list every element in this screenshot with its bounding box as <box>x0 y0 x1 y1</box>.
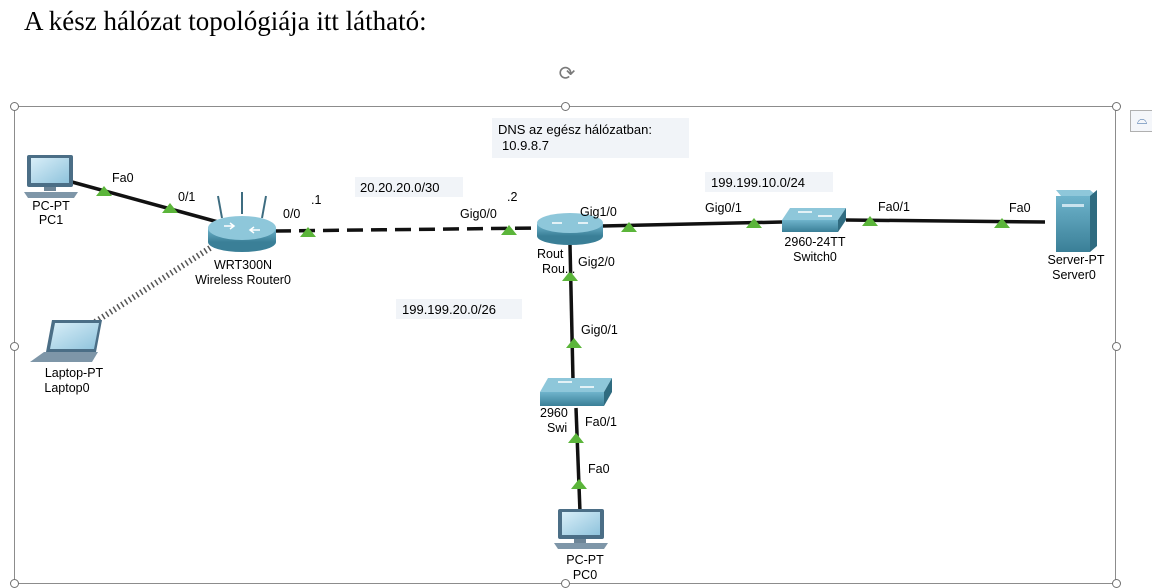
port-indicator <box>96 186 112 196</box>
laptop0-name-label: Laptop0 <box>44 381 89 395</box>
page-heading: A kész hálózat topológiája itt látható: <box>24 6 427 36</box>
wireless-router-icon[interactable] <box>208 192 276 252</box>
switch0-icon[interactable] <box>782 208 846 232</box>
port-indicator <box>566 338 582 348</box>
resize-handle-middle-right[interactable] <box>1112 342 1121 351</box>
port-label-wr-00: 0/0 <box>283 207 300 221</box>
resize-handle-top-left[interactable] <box>10 102 19 111</box>
pc0-type-label: PC-PT <box>566 553 604 567</box>
link-pc1-wr <box>71 180 219 224</box>
switch1-type-label: 2960 <box>540 406 568 420</box>
server0-type-label: Server-PT <box>1048 253 1105 267</box>
dns-note-line1: DNS az egész hálózatban: <box>498 122 652 137</box>
net-server-link-label: 199.199.10.0/24 <box>711 175 805 190</box>
rotate-handle-icon[interactable]: ⟳ <box>558 61 576 85</box>
switch1-name-label: Swi <box>547 421 567 435</box>
resize-handle-top-right[interactable] <box>1112 102 1121 111</box>
server0-name-label: Server0 <box>1052 268 1096 282</box>
port-label-pc0-fa0: Fa0 <box>588 462 610 476</box>
port-indicators <box>96 186 1010 489</box>
net-server-link-box <box>705 172 833 192</box>
port-indicator <box>746 218 762 228</box>
pc1-name-label: PC1 <box>39 213 63 227</box>
dns-note-line2: 10.9.8.7 <box>502 138 549 153</box>
wireless-router-name-label: Wireless Router0 <box>195 273 291 287</box>
server0-icon[interactable] <box>1056 190 1097 252</box>
port-indicator <box>501 225 517 235</box>
pc1-icon[interactable] <box>24 155 78 198</box>
port-label-r-gig10: Gig1/0 <box>580 205 617 219</box>
resize-handle-middle-left[interactable] <box>10 342 19 351</box>
port-label-wr-ip: .1 <box>311 193 321 207</box>
pc1-type-label: PC-PT <box>32 199 70 213</box>
link-router-switch1 <box>568 244 575 381</box>
port-indicator <box>562 271 578 281</box>
port-indicator <box>862 216 878 226</box>
port-label-pc1-fa0: Fa0 <box>112 171 134 185</box>
port-indicator <box>571 479 587 489</box>
link-switch0-server <box>845 218 1046 224</box>
port-label-sw0-gig01: Gig0/1 <box>705 201 742 215</box>
switch1-icon[interactable] <box>540 378 612 406</box>
port-indicator <box>994 218 1010 228</box>
wireless-router-type-label: WRT300N <box>214 258 272 272</box>
port-label-wr-01: 0/1 <box>178 190 195 204</box>
port-label-sw1-gig01: Gig0/1 <box>581 323 618 337</box>
net-lower-link-label: 199.199.20.0/26 <box>402 302 496 317</box>
net-router-link-label: 20.20.20.0/30 <box>360 180 440 195</box>
pc0-name-label: PC0 <box>573 568 597 582</box>
laptop0-icon[interactable] <box>30 320 102 362</box>
resize-handle-top-center[interactable] <box>561 102 570 111</box>
net-router-link-box <box>355 177 463 197</box>
link-switch1-pc0 <box>574 407 582 513</box>
link-wr-router <box>274 226 541 233</box>
port-label-r-gig00: Gig0/0 <box>460 207 497 221</box>
port-indicator <box>162 203 178 213</box>
port-label-sw1-fa01: Fa0/1 <box>585 415 617 429</box>
port-indicator <box>621 222 637 232</box>
router0-type-label: Rout <box>537 247 564 261</box>
layout-options-icon[interactable]: ⌓ <box>1130 110 1152 132</box>
port-label-sw0-fa01: Fa0/1 <box>878 200 910 214</box>
port-label-srv-fa0: Fa0 <box>1009 201 1031 215</box>
laptop0-type-label: Laptop-PT <box>45 366 104 380</box>
dns-note-box <box>492 118 689 158</box>
net-lower-link-box <box>396 299 522 319</box>
port-indicator <box>568 433 584 443</box>
port-label-r-gig20: Gig2/0 <box>578 255 615 269</box>
wireless-link-laptop <box>93 245 212 325</box>
pc0-icon[interactable] <box>554 509 608 549</box>
switch0-name-label: Switch0 <box>793 250 837 264</box>
port-label-r-ip: .2 <box>507 190 517 204</box>
router0-icon[interactable] <box>537 213 603 245</box>
port-indicator <box>300 227 316 237</box>
router0-name-label: Rou... <box>542 262 575 276</box>
switch0-type-label: 2960-24TT <box>784 235 846 249</box>
